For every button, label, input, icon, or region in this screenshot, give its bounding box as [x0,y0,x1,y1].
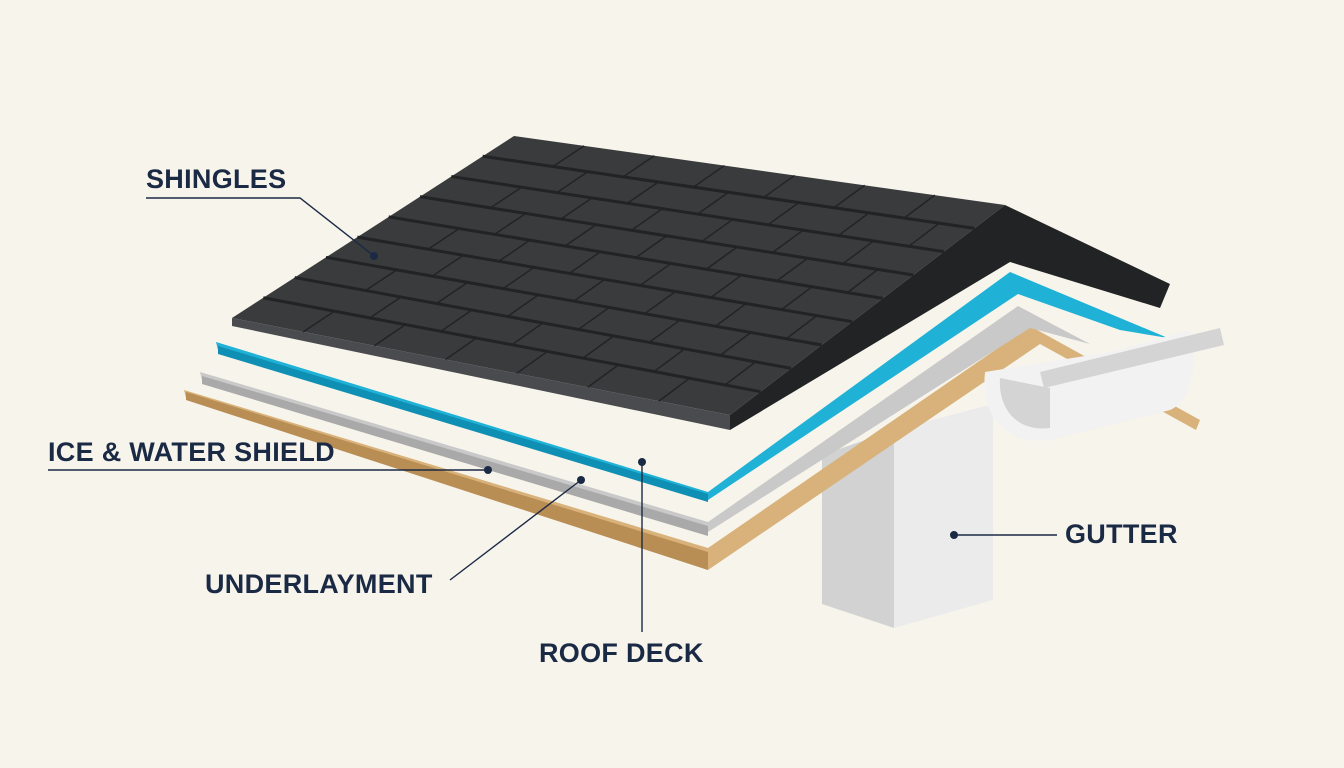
ice-water-shield-layer [216,272,1168,502]
roof-deck-edge [186,392,708,570]
shingle-tab-line [644,290,676,315]
underlayment-leader-line [449,479,582,581]
shingle-tab-line [564,224,597,247]
shingle-tab-line [573,278,606,302]
shingle-tab-line [502,266,535,290]
gutter-lip [1040,328,1224,388]
gutter-inner-shadow [999,378,1050,429]
shingle-tab-line [701,218,734,243]
underlayment-top [200,306,1090,532]
shingle-tab-line [648,319,681,344]
shingle-tab-line [776,257,809,282]
shingle-tab-line [494,212,527,235]
shingle-tab-line [427,227,460,250]
shingle-tab-line [833,184,866,209]
shingle-tab-line [847,268,879,294]
gutter-assembly [984,328,1224,441]
shingle-tab-line [767,201,800,226]
shingle-tab-line [693,164,725,188]
roof-deck-top [184,326,1200,570]
ice-shield-leader-dot [484,466,492,474]
shingle-tab-line [715,302,747,327]
shingle-tab-line [724,361,757,386]
shingle-tab-line [569,251,601,274]
gutter-leader-dot [950,531,958,539]
shingle-tab-line [719,331,752,356]
shingles-leader-dot [370,252,378,260]
shingle-tab-line [431,254,464,277]
shingle-tab-line [622,155,655,178]
shingle-tab-line [908,222,940,247]
shingle-tab-line [697,191,729,215]
shingle-tab-line [710,274,743,299]
underlayment-label: UNDERLAYMENT [205,569,433,599]
fascia-front-face [894,404,993,628]
gutter-label: GUTTER [1065,519,1178,549]
shingle-tab-line [369,296,402,319]
ice-shield-edge [218,346,708,502]
shingle-tab-line [511,322,544,346]
shingles-layer [232,136,1170,430]
shingle-tab-line [302,310,335,333]
shingle-tab-line [705,246,738,270]
shingle-tab-line [635,235,668,259]
shingle-tab-line [785,315,818,340]
shingle-tab-lines [302,145,940,402]
shingle-tab-line [507,294,539,318]
shingle-tab-line [653,348,686,373]
shingles-label: SHINGLES [146,164,287,194]
underlayment-layer [200,306,1090,536]
underlayment-leader-dot [577,476,585,484]
shingle-tab-line [490,186,523,209]
ice-water-shield-label: ICE & WATER SHIELD [48,437,335,467]
leader-lines [48,197,1057,632]
shingle-tab-line [560,197,593,220]
shingles-right-slope [730,205,1170,430]
roof-deck-label: ROOF DECK [539,638,704,668]
shingle-tab-line [837,212,870,237]
shingle-tab-line [436,281,469,305]
shingle-tab-line [781,286,813,311]
shingles-exposed-edge [232,318,730,430]
shingle-tab-line [763,174,796,199]
shingle-tab-line [842,240,874,265]
shingle-tab-line [577,306,610,331]
shingle-tab-line [587,364,619,388]
shingle-tab-line [552,145,585,168]
shingle-tab-line [365,269,398,292]
shingle-tab-line [639,262,672,287]
shingle-tab-line [771,229,804,254]
shingle-tab-line [556,171,589,194]
shingle-tab-line [445,337,477,361]
roof-deck-leader-dot [638,458,646,466]
shingle-tab-line [440,309,473,332]
shingle-tab-line [373,323,406,347]
shingle-tab-line [903,194,936,219]
shingle-tab-line [516,350,548,375]
shingle-tab-line [498,239,531,262]
shingles-leader-line [146,197,375,257]
shingle-tab-line [626,181,659,204]
shingle-tab-line [631,208,663,231]
underlayment-edge [202,376,708,536]
shingle-tab-line [658,377,690,402]
shingle-tab-line [582,335,615,359]
roof-deck-layer [184,326,1200,570]
